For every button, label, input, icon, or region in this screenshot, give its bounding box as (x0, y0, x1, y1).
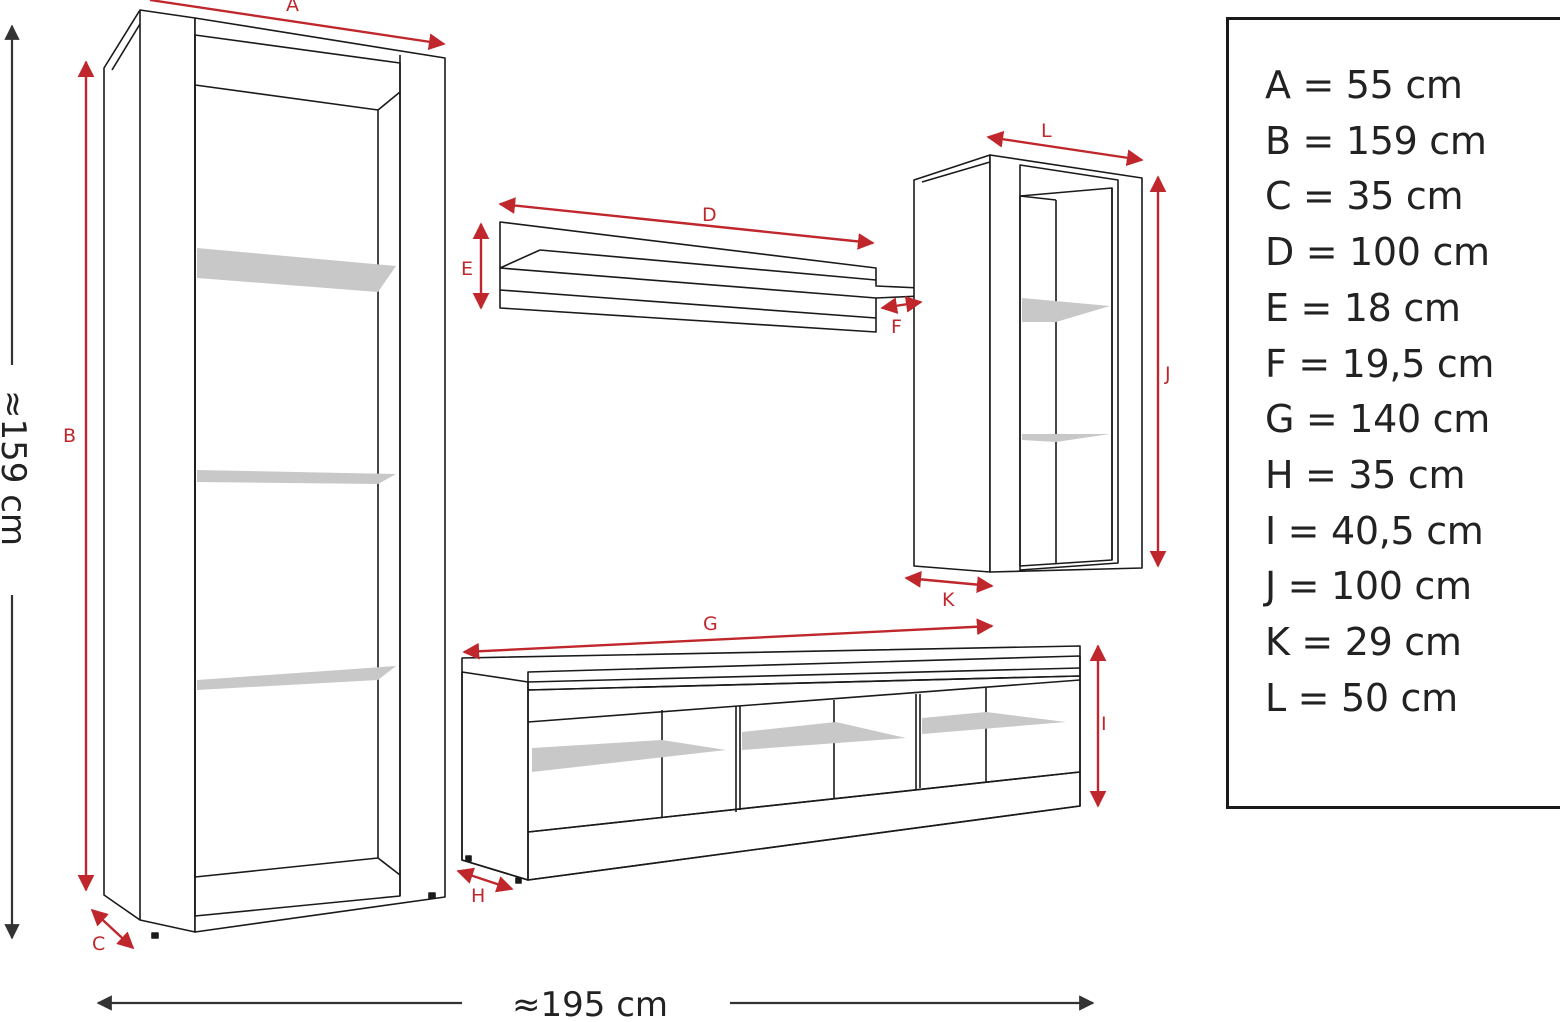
dim-l-line (986, 130, 1144, 167)
dim-c-letter: C (92, 933, 105, 955)
legend-list: A = 55 cm B = 159 cm C = 35 cm D = 100 c… (1265, 58, 1494, 726)
legend-item-j: J = 100 cm (1265, 564, 1472, 609)
dim-d-letter: D (702, 204, 717, 226)
dimension-legend: A = 55 cm B = 159 cm C = 35 cm D = 100 c… (1226, 17, 1560, 809)
tall-cabinet-shelf-middle (197, 470, 396, 484)
dim-a-line (149, 0, 446, 51)
dim-k-letter: K (942, 589, 955, 611)
dimension-lines (77, 0, 1167, 950)
legend-item-a: A = 55 cm (1265, 63, 1463, 107)
dim-g-letter: G (703, 613, 718, 635)
dim-a-letter: A (286, 0, 299, 16)
tv-stand-glass-shelf-right (922, 712, 1066, 734)
overall-width-label: ≈195 cm (512, 985, 668, 1022)
legend-item-e: E = 18 cm (1265, 285, 1461, 330)
dim-d-line (498, 197, 875, 250)
dim-j-letter: J (1164, 363, 1171, 385)
dim-b-letter: B (63, 425, 76, 447)
tv-stand (461, 645, 1081, 884)
legend-item-i: I = 40,5 cm (1265, 508, 1484, 553)
legend-item-d: D = 100 cm (1265, 230, 1490, 275)
wall-cabinet-shelf-upper (1022, 298, 1110, 322)
dim-i-letter: I (1101, 713, 1107, 735)
dim-l-letter: L (1041, 120, 1052, 142)
overall-height-label: ≈159 cm (0, 390, 33, 546)
wall-cabinet (913, 154, 1143, 573)
tall-cabinet-shelf-bottom (197, 666, 396, 690)
tv-stand-glass-shelf-middle (742, 722, 906, 750)
wall-shelf (499, 221, 921, 333)
dim-h-letter: H (471, 885, 485, 907)
tall-cabinet-shelf-top (197, 248, 396, 292)
legend-item-f: F = 19,5 cm (1265, 341, 1495, 386)
legend-item-c: C = 35 cm (1265, 174, 1464, 219)
dim-h-line (456, 867, 514, 893)
wall-cabinet-shelf-lower (1022, 434, 1110, 442)
dimension-letters: A B C D E F G H I J K L (63, 0, 1171, 955)
tv-stand-glass-shelf-left (532, 740, 726, 772)
overall-height-arrow: ≈159 cm (0, 24, 33, 940)
legend-item-h: H = 35 cm (1265, 452, 1466, 497)
tall-cabinet (103, 9, 446, 939)
legend-item-b: B = 159 cm (1265, 118, 1487, 163)
legend-item-k: K = 29 cm (1265, 620, 1462, 665)
overall-width-arrow: ≈195 cm (96, 985, 1095, 1022)
dim-g-line (462, 618, 994, 660)
dim-f-letter: F (891, 316, 902, 338)
legend-item-l: L = 50 cm (1265, 675, 1458, 720)
dim-k-line (904, 571, 994, 593)
legend-item-g: G = 140 cm (1265, 397, 1490, 442)
dim-c-line (90, 908, 135, 950)
dim-e-letter: E (461, 258, 473, 280)
dim-f-line (880, 295, 923, 315)
